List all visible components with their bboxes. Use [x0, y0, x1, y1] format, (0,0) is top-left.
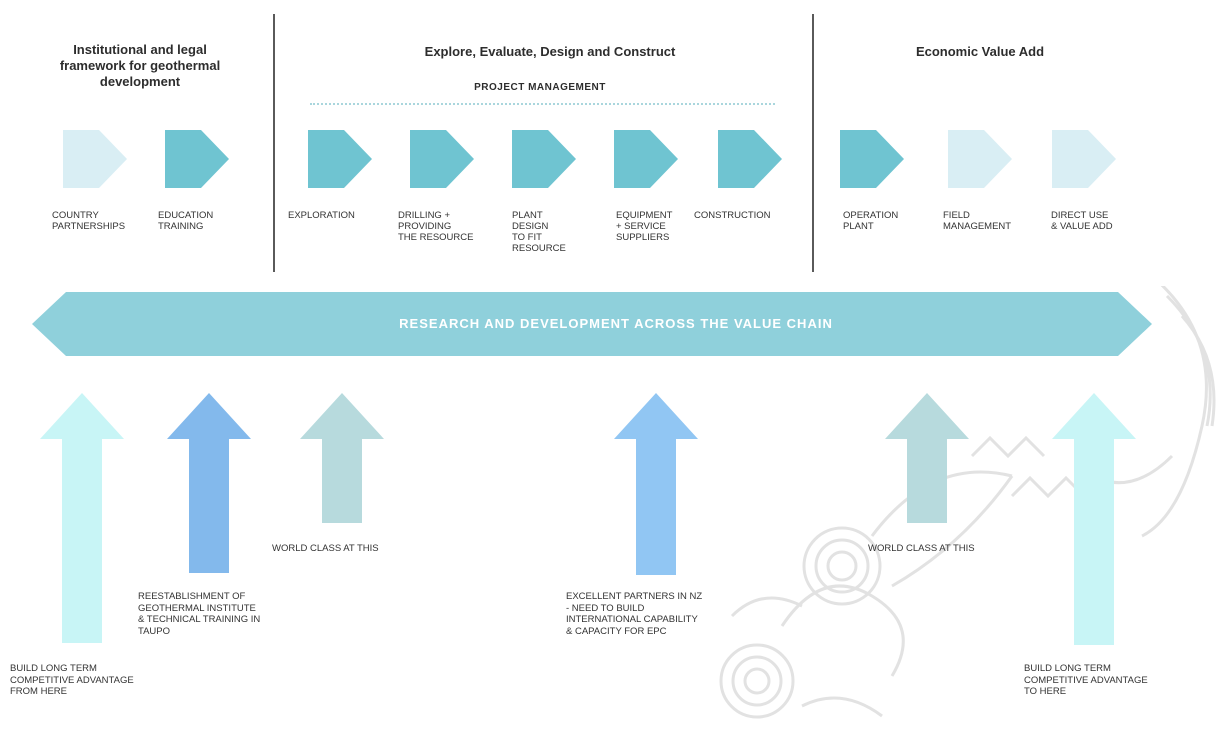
stage-chevron: [308, 130, 372, 188]
stage-label: EQUIPMENT + SERVICE SUPPLIERS: [616, 210, 673, 243]
stage-label: CONSTRUCTION: [694, 210, 771, 221]
research-development-label: RESEARCH AND DEVELOPMENT ACROSS THE VALU…: [399, 316, 833, 331]
up-arrow: [300, 393, 384, 523]
stage-label: PLANT DESIGN TO FIT RESOURCE: [512, 210, 566, 254]
stage-label: COUNTRY PARTNERSHIPS: [52, 210, 126, 232]
up-arrow: [40, 393, 124, 643]
up-arrow: [614, 393, 698, 575]
arrow-note: REESTABLISHMENT OF GEOTHERMAL INSTITUTE …: [138, 591, 261, 637]
arrow-note: WORLD CLASS AT THIS: [868, 543, 975, 554]
stage-chevron: [948, 130, 1012, 188]
stage-chevron: [63, 130, 127, 188]
section-divider-left: [273, 14, 275, 272]
arrow-note: EXCELLENT PARTNERS IN NZ - NEED TO BUILD…: [566, 591, 703, 637]
stage-chevron: [1052, 130, 1116, 188]
arrow-note: WORLD CLASS AT THIS: [272, 543, 379, 554]
stage-label: OPERATION PLANT: [843, 210, 899, 232]
up-arrow: [167, 393, 251, 573]
stage-chevron: [840, 130, 904, 188]
decorative-swirl-pattern: [719, 286, 1216, 719]
up-arrow: [1052, 393, 1136, 645]
stage-label: EDUCATION TRAINING: [158, 210, 214, 232]
stage-label: FIELD MANAGEMENT: [943, 210, 1012, 232]
section-divider-right: [812, 14, 814, 272]
arrow-note: BUILD LONG TERM COMPETITIVE ADVANTAGE FR…: [10, 663, 134, 697]
project-management-line: [310, 103, 775, 105]
research-development-band: [32, 292, 1152, 356]
section-title-economic: Economic Value Add: [915, 44, 1045, 59]
stage-chevron: [614, 130, 678, 188]
section-title-institutional: Institutional and legal framework for ge…: [59, 42, 221, 89]
arrow-note: BUILD LONG TERM COMPETITIVE ADVANTAGE TO…: [1024, 663, 1148, 697]
up-arrow: [885, 393, 969, 523]
section-title-explore: Explore, Evaluate, Design and Construct: [424, 44, 676, 59]
stage-label: DRILLING + PROVIDING THE RESOURCE: [398, 210, 474, 243]
stage-label: DIRECT USE & VALUE ADD: [1051, 210, 1113, 232]
stage-chevron: [512, 130, 576, 188]
stage-chevron: [165, 130, 229, 188]
stage-label: EXPLORATION: [288, 210, 355, 221]
project-management-label: PROJECT MANAGEMENT: [474, 82, 606, 93]
stage-chevron: [410, 130, 474, 188]
stage-chevron: [718, 130, 782, 188]
